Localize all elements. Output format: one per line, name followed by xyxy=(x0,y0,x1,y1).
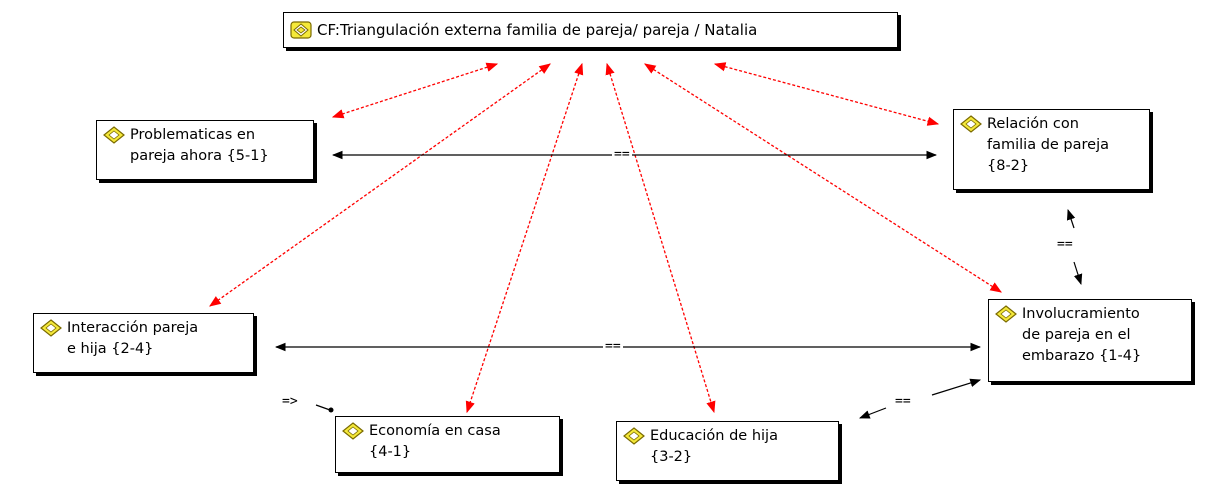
code-node-problematicas[interactable]: Problematicas en pareja ahora {5-1} xyxy=(96,120,314,180)
edge-interaccion-economia[interactable] xyxy=(315,404,331,411)
code-label-economia: Economía en casa {4-1} xyxy=(369,423,501,460)
edge-root-involucramiento[interactable] xyxy=(644,63,1002,293)
code-diamond-icon xyxy=(40,319,62,337)
code-diamond-icon xyxy=(995,305,1017,323)
code-diamond-icon xyxy=(960,115,982,133)
code-diamond-icon xyxy=(623,427,645,445)
code-label-relacion: Relación con familia de pareja {8-2} xyxy=(987,116,1109,174)
code-node-interaccion[interactable]: Interacción pareja e hija {2-4} xyxy=(33,313,254,373)
code-label-educacion: Educación de hija {3-2} xyxy=(650,428,778,465)
edge-relacion-involucramiento-b[interactable] xyxy=(1073,261,1083,286)
code-diamond-icon xyxy=(342,422,364,440)
root-code-label: CF:Triangulación externa familia de pare… xyxy=(317,20,758,39)
edge-root-interaccion[interactable] xyxy=(209,63,551,307)
code-diamond-icon xyxy=(103,126,125,144)
edge-label-prob-rel: == xyxy=(612,147,632,162)
edge-label-inv-edu: == xyxy=(893,394,913,409)
edge-root-economia[interactable] xyxy=(465,62,584,414)
edge-relacion-involucramiento-a[interactable] xyxy=(1066,208,1076,229)
edge-root-relacion[interactable] xyxy=(713,62,940,126)
edge-involucramiento-educacion-b[interactable] xyxy=(931,378,982,396)
edge-root-educacion[interactable] xyxy=(605,62,716,414)
code-node-economia[interactable]: Economía en casa {4-1} xyxy=(335,416,560,473)
code-node-relacion[interactable]: Relación con familia de pareja {8-2} xyxy=(953,109,1150,190)
edge-involucramiento-educacion-a[interactable] xyxy=(858,407,887,419)
edge-label-inter-inv: == xyxy=(603,339,623,354)
code-diamond-icon xyxy=(290,21,312,39)
code-node-involucramiento[interactable]: Involucramiento de pareja en el embarazo… xyxy=(988,299,1192,382)
code-node-educacion[interactable]: Educación de hija {3-2} xyxy=(616,421,839,481)
edge-root-problematicas[interactable] xyxy=(331,62,499,119)
code-label-involucramiento: Involucramiento de pareja en el embarazo… xyxy=(1022,306,1142,364)
code-label-problematicas: Problematicas en pareja ahora {5-1} xyxy=(130,127,269,164)
code-label-interaccion: Interacción pareja e hija {2-4} xyxy=(67,320,199,357)
root-code-node[interactable]: CF:Triangulación externa familia de pare… xyxy=(283,12,898,48)
edge-label-rel-inv: == xyxy=(1055,237,1075,252)
edge-interaccion-economia-end xyxy=(328,407,334,413)
edge-label-inter-eco: => xyxy=(280,394,300,409)
